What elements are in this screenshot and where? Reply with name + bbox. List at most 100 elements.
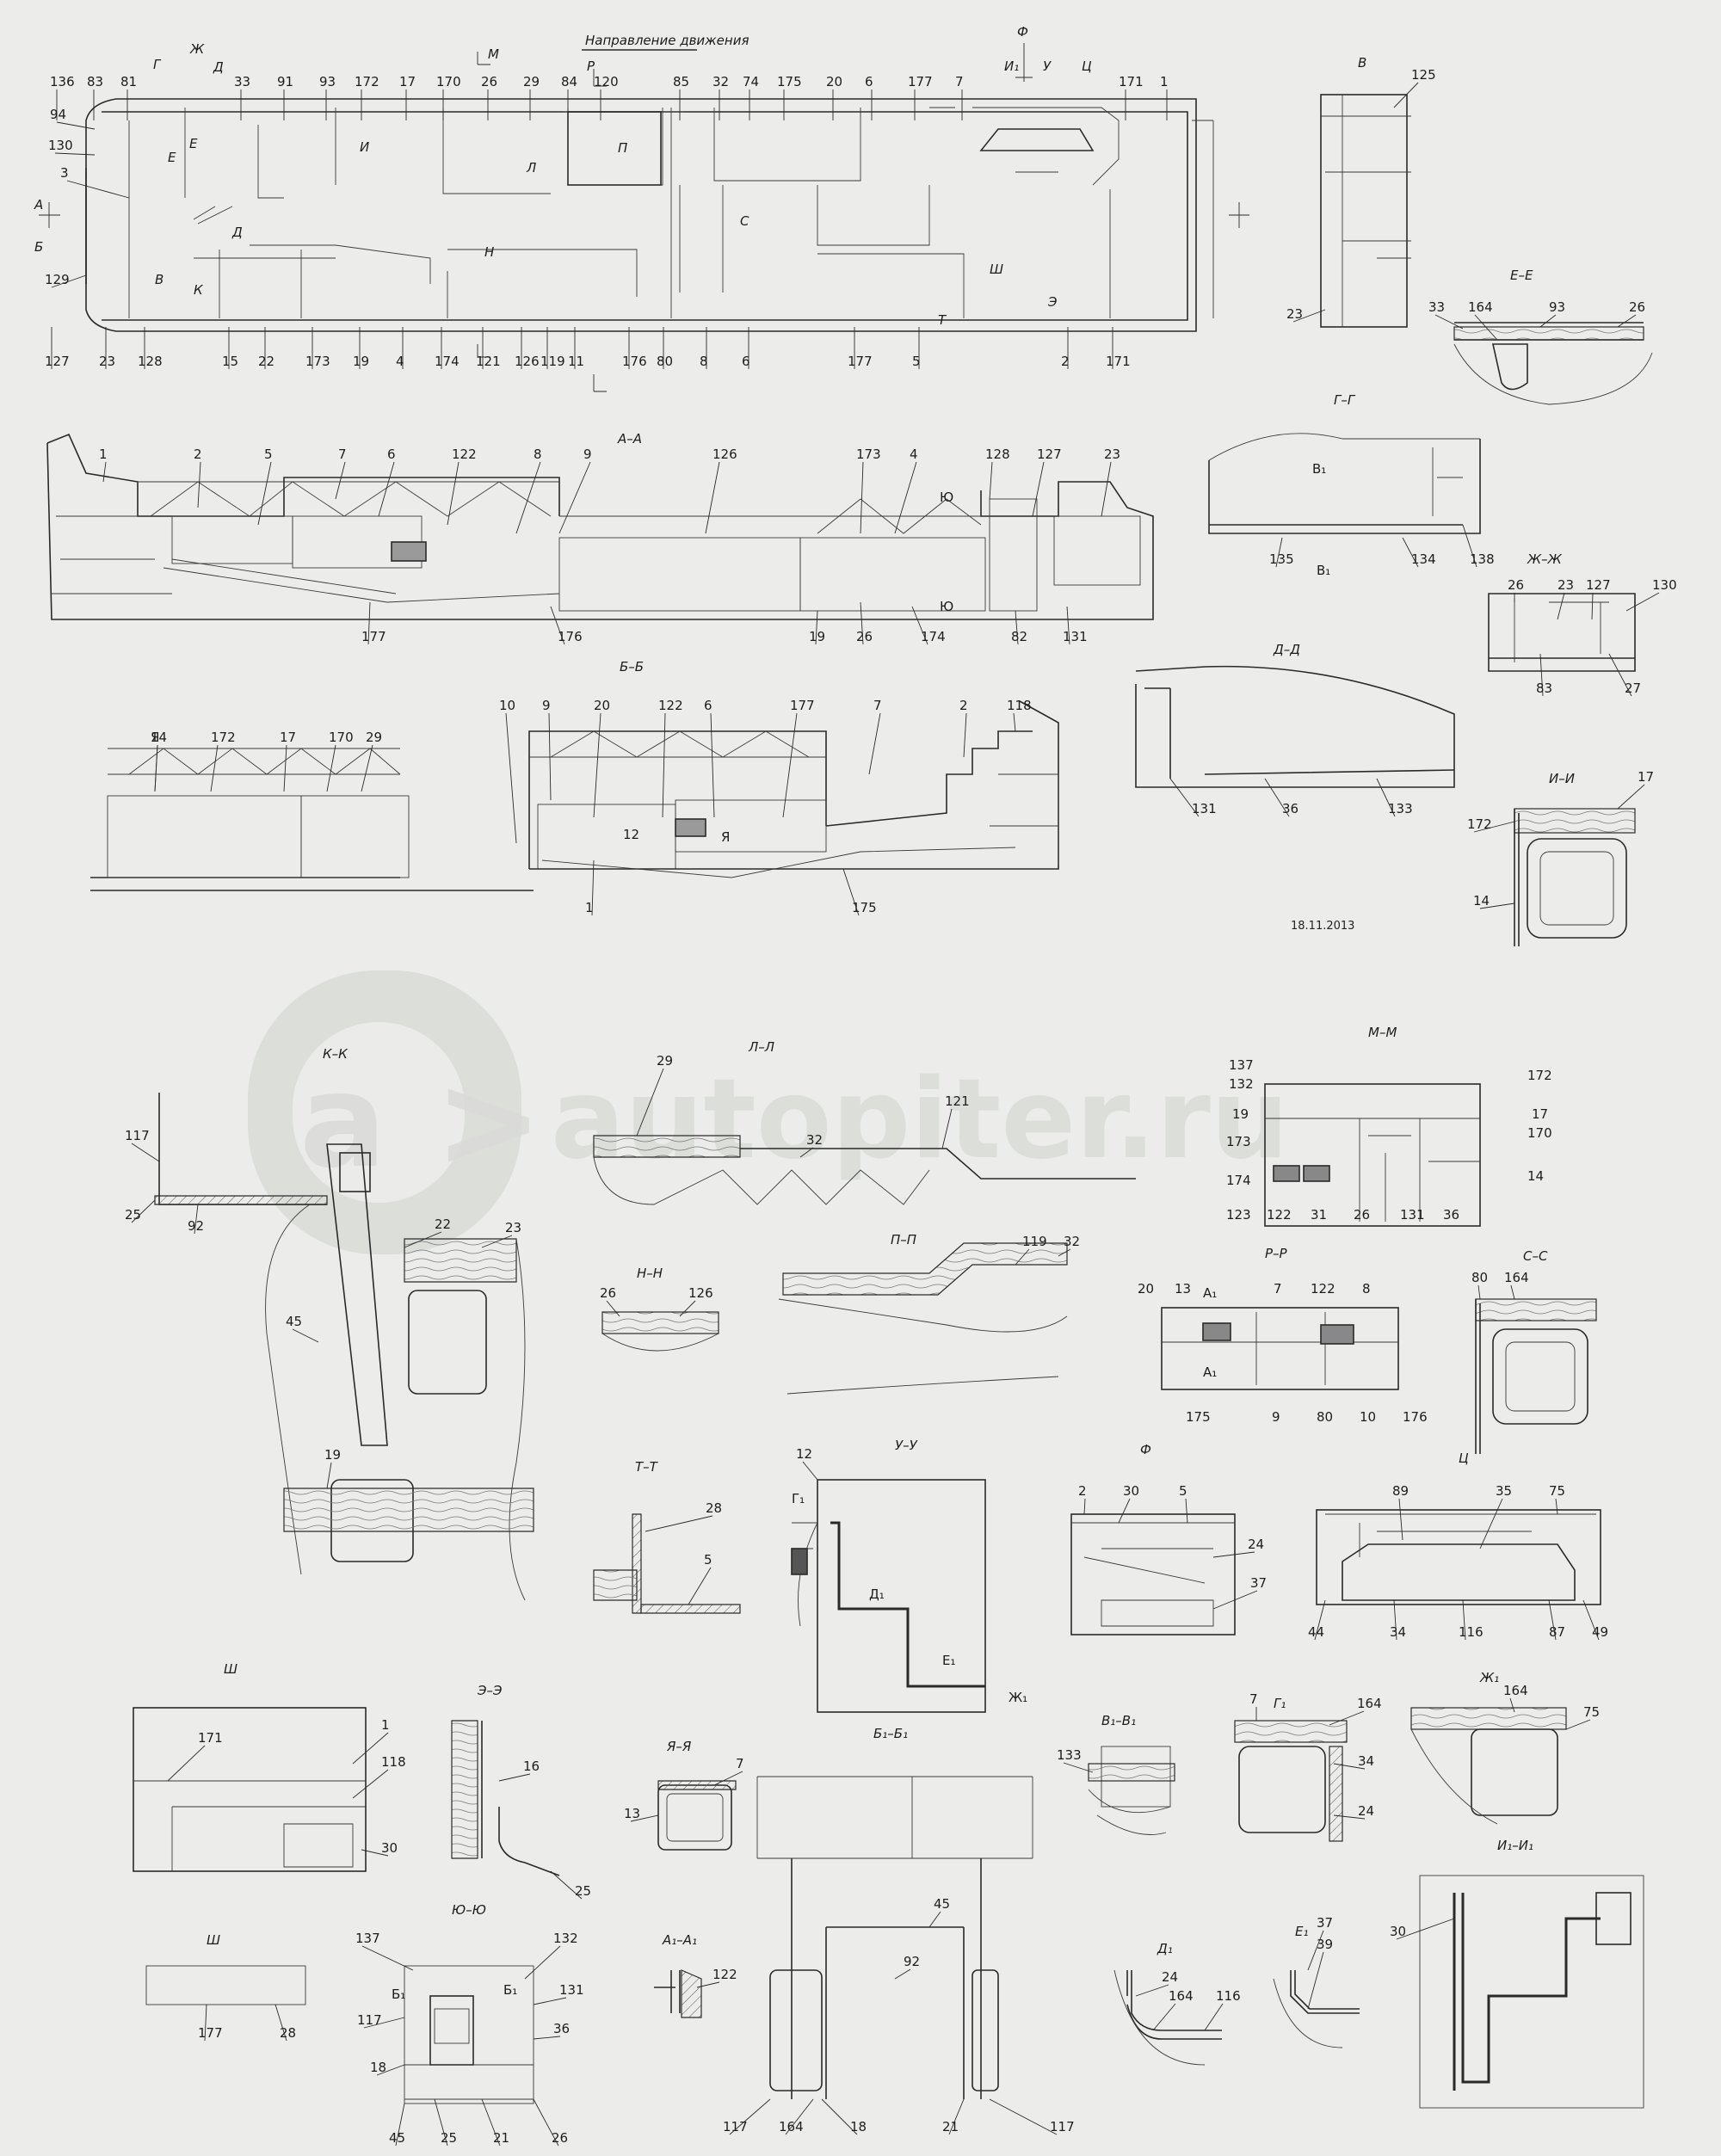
section-ee: Е–Е [1453,268,1653,405]
callout-label: 171 [198,1730,223,1746]
callout-label: Я [721,829,730,845]
leader-line [963,712,967,758]
callout-label: У [1043,59,1052,74]
leader-line [989,461,993,500]
leader-line [1625,592,1660,612]
callout-label: 175 [777,74,802,89]
callout-label: 26 [481,74,497,89]
callout-label: 117 [723,2119,748,2134]
callout-label: 174 [435,354,460,369]
section-rr: Р–Р [1161,1246,1399,1390]
callout-label: 20 [594,698,610,713]
leader-line [1204,2003,1224,2031]
callout-label: К [194,282,204,298]
callout-label: 164 [1169,1988,1194,2004]
nn-title: Н–Н [637,1266,663,1281]
callout-label: 11 [568,354,584,369]
callout-label: 9 [542,698,551,713]
callout-label: 6 [704,698,712,713]
leader-line [378,461,395,517]
callout-label: 176 [622,354,647,369]
callout-label: Б₁ [503,1982,517,1998]
leader-line [1617,314,1637,328]
callout-label: 128 [138,354,163,369]
g1-title: Г₁ [1274,1696,1286,1711]
callout-label: С [740,213,749,229]
leader-line [1462,1599,1466,1641]
callout-label: Д [231,225,243,240]
callout-label: Ю [940,490,953,505]
leader-line [1066,606,1070,645]
leader-line [498,1773,531,1782]
leader-line [1333,1814,1366,1820]
leader-line [941,1108,953,1149]
callout-label: Г [153,57,162,72]
svg-text:a: a [299,1047,386,1197]
section-b1b1: Б₁–Б₁ [756,1726,1033,2099]
callout-label: 26 [1508,577,1524,593]
aa-title: А–А [617,431,642,447]
callout-label: А [34,197,43,213]
callout-label: 7 [1274,1281,1282,1297]
leader-line [1212,1590,1258,1610]
leader-line [283,744,287,792]
leader-line [696,1981,720,1988]
callout-label: 177 [908,74,933,89]
callout-label: 131 [559,1982,584,1998]
callout-label: 133 [1057,1747,1082,1763]
callout-label: Б₁ [392,1987,405,2002]
leader-line [197,461,201,508]
callout-label: 80 [657,354,673,369]
leader-line [1264,778,1290,817]
zh1-title: Ж₁ [1479,1670,1499,1685]
callout-label: 137 [355,1931,380,1946]
callout-label: 17 [399,74,416,89]
callout-label: Ж [189,41,205,57]
leader-line [1396,1918,1455,1940]
callout-label: 176 [1403,1409,1428,1425]
section-uu: У–У [791,1438,986,1713]
v1v1-title: В₁–В₁ [1101,1713,1136,1728]
leader-line [1275,537,1283,568]
plan-view: Направление движения [39,33,1249,392]
leader-line [1539,653,1544,697]
callout-label: 122 [658,698,683,713]
callout-label: 28 [706,1500,722,1516]
section-yaya: Я–Я [657,1739,737,1851]
leader-line [713,1771,743,1786]
leader-line [842,868,860,916]
callout-label: 80 [1317,1409,1333,1425]
leader-line [326,1462,332,1489]
leader-line [1509,1697,1515,1713]
callout-label: 49 [1592,1624,1608,1640]
callout-label: 131 [1400,1207,1425,1223]
callout-label: 8 [700,354,708,369]
leader-line [548,712,552,801]
callout-label: 2 [959,698,968,713]
section-zhzh: Ж–Ж [1488,551,1636,672]
leader-line [802,1461,818,1481]
callout-label: 1 [585,900,594,915]
ee-title: Е–Е [1510,268,1533,283]
leader-line [593,712,601,818]
callout-label: 82 [1011,629,1027,644]
detail-zh1: Ж₁ [1410,1670,1567,1825]
leader-line [1013,712,1016,732]
callout-label: В [155,272,163,287]
e1-title: Е₁ [1295,1924,1309,1939]
ee2-title: Э–Э [477,1683,503,1698]
callout-label: 7 [338,447,347,462]
section-gg: Г–Г [1208,392,1481,534]
gg-title: Г–Г [1334,392,1356,408]
callout-label: 174 [1226,1173,1251,1188]
leader-line [894,1968,911,1980]
ts-title: Ц [1459,1451,1469,1466]
callout-label: 26 [1629,299,1645,315]
